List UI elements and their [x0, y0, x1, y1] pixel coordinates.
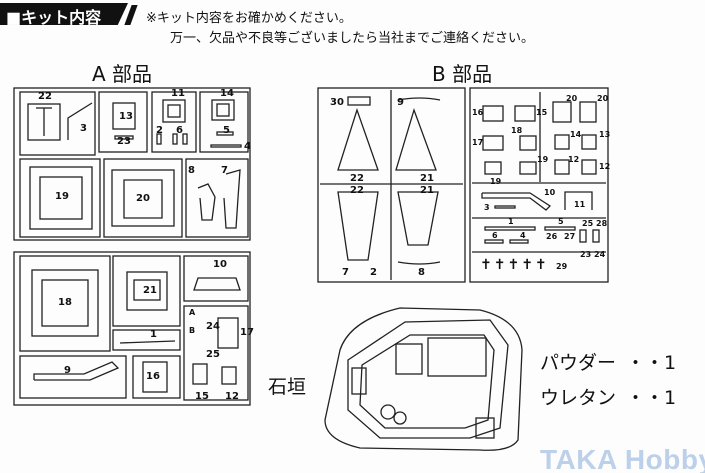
extra-item-qty: ・・1: [626, 352, 677, 374]
part-number: 8: [188, 165, 195, 176]
part-number: 22: [350, 185, 364, 196]
note-line-1: ※キット内容をお確かめください。: [146, 11, 352, 26]
part-number: 20: [566, 94, 578, 103]
extra-item-powder: パウダー・・1: [540, 348, 676, 375]
ishigaki-label: 石垣: [268, 376, 307, 398]
part-number: 4: [244, 141, 251, 152]
part-number: 6: [492, 231, 498, 240]
part-number: 14: [570, 130, 582, 139]
part-number: 28: [596, 219, 608, 228]
part-number: 5: [223, 125, 230, 136]
part-number: 25: [582, 219, 594, 228]
part-number: 7: [342, 267, 349, 278]
sprue-b-title: B 部品: [432, 62, 493, 86]
part-number: 24: [206, 321, 220, 332]
part-number: 21: [420, 173, 434, 184]
part-number: 20: [597, 94, 609, 103]
part-number: 16: [472, 108, 484, 117]
sprue-a-title: A 部品: [92, 62, 153, 86]
part-number: 11: [171, 88, 185, 99]
part-number: 29: [556, 262, 568, 271]
part-number: 12: [568, 155, 580, 164]
part-number: 22: [350, 173, 364, 184]
part-number: 30: [330, 97, 344, 108]
part-number: 10: [213, 259, 227, 270]
part-number: 3: [484, 203, 490, 212]
part-number: 13: [119, 111, 133, 122]
section-title: ■キット内容: [6, 8, 102, 27]
part-number: 19: [537, 155, 549, 164]
part-number: 12: [225, 391, 239, 402]
extra-item-qty: ・・1: [626, 387, 677, 409]
part-number: 8: [418, 267, 425, 278]
part-number: 11: [574, 200, 586, 209]
part-number: 18: [58, 297, 72, 308]
part-number: 22: [38, 91, 52, 102]
part-number: 19: [55, 191, 69, 202]
part-number: B: [189, 326, 196, 335]
part-number: 4: [520, 231, 526, 240]
part-number: 13: [599, 130, 611, 139]
part-number: A: [189, 308, 196, 317]
note-line-2: 万一、欠品や不良等ございましたら当社までご連絡ください。: [170, 31, 535, 46]
sprue-a-bottom: [13, 251, 251, 406]
watermark: TAKA Hobby: [540, 444, 705, 473]
part-number: 26: [546, 232, 558, 241]
part-number: 1: [150, 329, 157, 340]
part-number: 16: [146, 371, 160, 382]
sprue-a-top: [13, 87, 251, 241]
part-number: 6: [176, 125, 183, 136]
part-number: 7: [221, 165, 228, 176]
part-number: 17: [472, 138, 484, 147]
section-header-tab: ■キット内容: [0, 3, 128, 25]
part-number: 2: [156, 125, 163, 136]
part-number: 1: [508, 217, 514, 226]
part-number: 20: [136, 193, 150, 204]
ishigaki-base: [324, 307, 523, 451]
part-number: 9: [64, 365, 71, 376]
part-number: 14: [220, 88, 234, 99]
part-number: 10: [544, 188, 556, 197]
part-number: 27: [564, 232, 576, 241]
part-number: 24: [594, 250, 606, 259]
part-number: 23: [117, 136, 131, 147]
part-number: 2: [370, 267, 377, 278]
extra-item-name: ウレタン: [540, 387, 617, 409]
part-number: 25: [206, 349, 220, 360]
figure-icons: ✝✝✝✝✝: [480, 257, 549, 273]
part-number: 21: [143, 285, 157, 296]
part-number: 12: [599, 162, 611, 171]
part-number: 9: [397, 97, 404, 108]
sprue-b-left: [317, 87, 466, 283]
part-number: 3: [80, 123, 87, 134]
part-number: 17: [240, 327, 254, 338]
part-number: 18: [511, 126, 523, 135]
part-number: 21: [420, 185, 434, 196]
part-number: 23: [580, 250, 592, 259]
part-number: 5: [558, 217, 564, 226]
part-number: 15: [195, 391, 209, 402]
part-number: 19: [490, 177, 502, 186]
extra-item-name: パウダー: [540, 352, 617, 374]
sprue-b-right: [469, 87, 609, 283]
extra-item-urethane: ウレタン・・1: [540, 383, 676, 410]
part-number: 15: [536, 108, 548, 117]
